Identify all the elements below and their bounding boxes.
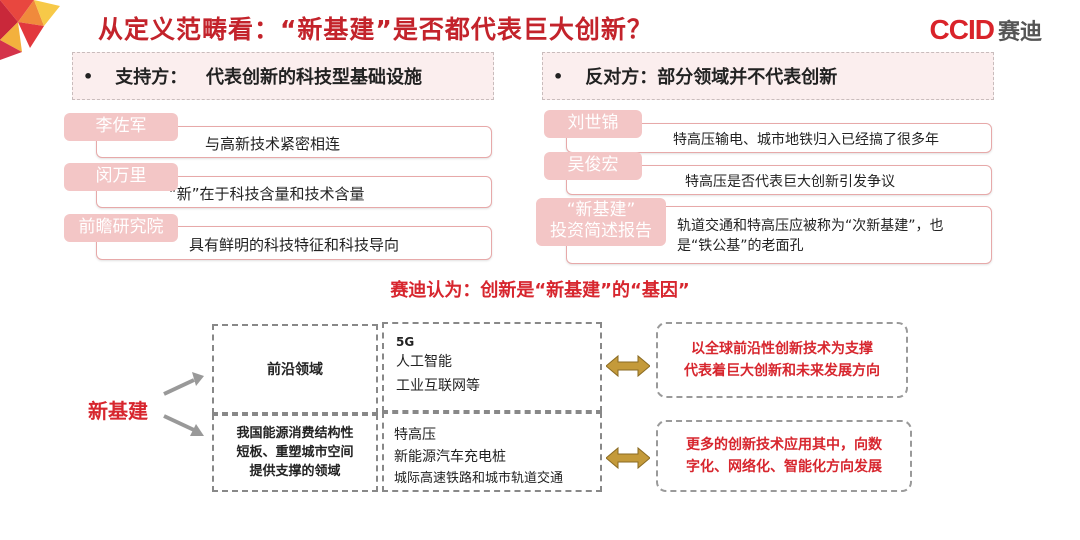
oppose-heading-box: • 反对方：部分领域并不代表创新: [542, 52, 994, 100]
examples-box-energy: 特高压 新能源汽车充电桩 城际高速铁路和城市轨道交通: [382, 412, 602, 492]
support-item-text: “新”在于科技含量和技术含量: [169, 185, 365, 203]
oppose-item-text: 特高压是否代表巨大创新引发争议: [685, 174, 895, 190]
oppose-person-tag: “新基建” 投资简述报告: [536, 198, 666, 246]
double-arrow-icon: [606, 354, 650, 378]
example-item: 新能源汽车充电桩: [394, 449, 506, 465]
oppose-person-tag: 吴俊宏: [544, 152, 642, 180]
domain-line: 提供支撑的领域: [249, 464, 341, 479]
domain-box-frontier: 前沿领域: [212, 324, 378, 414]
oppose-item-text: 特高压输电、城市地铁归入已经搞了很多年: [673, 132, 939, 148]
summary-box-energy: 更多的创新技术应用其中，向数 字化、网络化、智能化方向发展: [656, 420, 912, 492]
bullet-icon: •: [83, 66, 94, 86]
support-person-tag: 闵万里: [64, 163, 178, 191]
bullet-icon: •: [553, 66, 564, 86]
double-arrow-icon: [606, 446, 650, 470]
example-item: 工业互联网等: [396, 378, 480, 394]
example-item: 特高压: [394, 427, 436, 443]
examples-box-frontier: 5G 人工智能 工业互联网等: [382, 322, 602, 412]
oppose-item-text: 轨道交通和特高压应被称为“次新基建”，也是“铁公基”的老面孔: [677, 218, 944, 254]
domain-line: 我国能源消费结构性: [236, 426, 354, 441]
tag-line: 投资简述报告: [550, 221, 652, 241]
conclusion-text: 赛迪认为：创新是“新基建”的“基因”: [390, 280, 690, 301]
summary-line: 以全球前沿性创新技术为支撑: [691, 341, 873, 357]
logo-text-en: CCID: [929, 14, 995, 45]
logo-text-cn: 赛迪: [997, 20, 1042, 45]
corner-decoration: [0, 0, 60, 60]
example-item: 5G: [396, 335, 415, 349]
example-item: 城际高速铁路和城市轨道交通: [394, 471, 564, 486]
summary-box-frontier: 以全球前沿性创新技术为支撑 代表着巨大创新和未来发展方向: [656, 322, 908, 398]
domain-line: 短板、重塑城市空间: [236, 445, 354, 460]
support-item-text: 具有鲜明的科技特征和科技导向: [189, 236, 400, 254]
branch-arrows-icon: [163, 372, 204, 436]
oppose-person-tag: 刘世锦: [544, 110, 642, 138]
summary-line: 更多的创新技术应用其中，向数: [686, 437, 882, 453]
tag-line: “新基建”: [566, 200, 636, 220]
page-title: 从定义范畴看：“新基建”是否都代表巨大创新？: [98, 15, 653, 44]
support-heading: 支持方： 代表创新的科技型基础设施: [115, 67, 423, 88]
support-heading-box: • 支持方： 代表创新的科技型基础设施: [72, 52, 494, 100]
summary-line: 代表着巨大创新和未来发展方向: [684, 363, 880, 379]
domain-box-energy: 我国能源消费结构性 短板、重塑城市空间 提供支撑的领域: [212, 414, 378, 492]
ccid-logo: CCID 赛迪: [930, 14, 1042, 46]
diagram-root-label: 新基建: [88, 399, 148, 423]
oppose-heading: 反对方：部分领域并不代表创新: [585, 67, 838, 88]
support-person-tag: 李佐军: [64, 113, 178, 141]
summary-line: 字化、网络化、智能化方向发展: [686, 459, 882, 475]
example-item: 人工智能: [396, 354, 452, 370]
support-person-tag: 前瞻研究院: [64, 214, 178, 242]
support-item-text: 与高新技术紧密相连: [205, 135, 341, 153]
